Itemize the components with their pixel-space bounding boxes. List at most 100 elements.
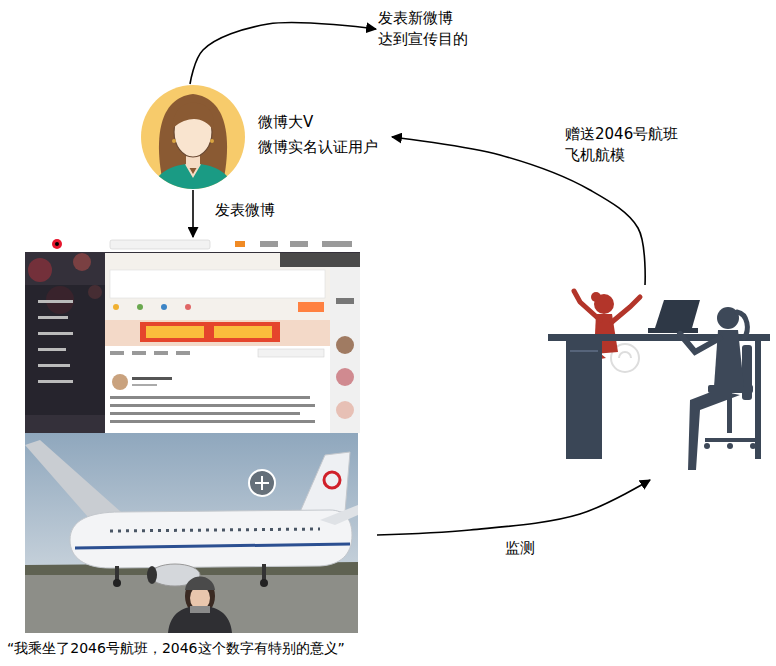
connector-arrow [377,480,650,535]
weibo-screenshot [105,320,330,346]
weibo-screenshot [110,240,210,249]
weibo-screenshot [38,348,66,351]
weibo-screenshot [38,316,68,319]
airplane-photo [70,510,352,568]
office-scene [648,328,698,333]
avatar-icon [141,85,245,195]
weibo-screenshot [290,241,308,247]
weibo-screenshot [214,326,272,338]
weibo-screenshot [52,239,62,249]
weibo-screenshot [154,351,168,355]
weibo-screenshot [110,420,315,423]
office-scene [727,393,732,433]
office-scene [705,438,755,442]
office-scene [750,443,756,449]
weibo-screenshot [176,351,190,355]
weibo-screenshot [105,360,330,433]
weibo-screenshot [25,237,360,433]
office-scene [688,390,740,470]
office-scene [548,291,770,470]
weibo-screenshot [38,332,73,335]
airplane-photo [185,577,215,591]
avatar-icon [159,94,227,178]
note-node: 发表新微博 达到宣传目的 [376,6,476,52]
avatar-node: 微博大V 微博实名认证用户 [140,84,392,190]
airplane-photo [147,566,157,584]
weibo-screenshot [105,346,330,360]
office-scene [591,292,601,302]
edge-label: 监测 [503,538,537,559]
office-scene [619,352,631,358]
office-scene [655,300,700,328]
avatar-icon [141,85,245,189]
avatar-icon [173,103,214,130]
weibo-screenshot [137,304,143,310]
weibo-screenshot [336,336,354,354]
connector-group [190,23,650,535]
office-node [500,285,770,480]
weibo-screenshot [110,396,310,399]
weibo-screenshot [110,351,124,355]
edge-label: 发表微博 [213,200,277,221]
office-scene [566,341,602,459]
weibo-screenshot [25,285,105,415]
weibo-screenshot [298,302,324,312]
airplane-photo [260,579,268,587]
airplane-photo [75,544,350,548]
airplane-photo [324,472,340,488]
weibo-screenshot [110,404,315,407]
weibo-screenshot [336,401,354,419]
weibo-screenshot [260,241,278,247]
airplane-photo [25,575,358,633]
weibo-screenshot [336,298,354,304]
connector-arrow [392,137,645,285]
weibo-screenshot [25,237,360,433]
airplane-photo [110,529,320,531]
user-label: 微博大V 微博实名认证用户 [258,110,384,160]
avatar-icon [210,139,214,143]
weibo-screenshot [110,270,325,298]
weibo-screenshot [132,351,146,355]
caption-text: “我乘坐了2046号航班，2046这个数字有特别的意义” [7,639,345,657]
weibo-screenshot [235,241,245,247]
office-scene [612,297,640,322]
weibo-screenshot [55,242,59,246]
weibo-screenshot [112,374,128,390]
weibo-screenshot [113,304,119,310]
weibo-screenshot [330,253,360,433]
avatar-icon [186,164,200,176]
note-text: 发表新微博 达到宣传目的 [378,8,474,50]
office-scene [570,350,598,352]
connector-arrow [192,190,194,237]
airplane-photo [300,452,350,512]
weibo-screenshot [132,377,172,380]
weibo-screenshot [25,237,360,252]
screenshot-node: “我乘坐了2046号航班，2046这个数字有特别的意义” [5,237,377,662]
avatar-icon [172,139,176,143]
airplane-photo [115,566,119,581]
airplane-photo [262,564,266,581]
weibo-screenshot [258,349,324,357]
airplane-photo [25,433,358,633]
office-scene [755,341,761,459]
weibo-screenshot [38,300,73,303]
weibo-screenshot [28,258,52,282]
weibo-screenshot [38,380,73,383]
avatar-icon [150,94,236,195]
airplane-photo [320,505,358,525]
airplane-photo [255,482,269,484]
office-scene [704,443,710,449]
airplane-photo [190,606,210,613]
office-scene [737,312,747,338]
airplane-photo [249,470,275,496]
weibo-screenshot [38,364,70,367]
office-scene [727,443,733,449]
airplane-photo [25,433,358,633]
connector-arrow [190,23,376,84]
weibo-screenshot [322,241,352,247]
